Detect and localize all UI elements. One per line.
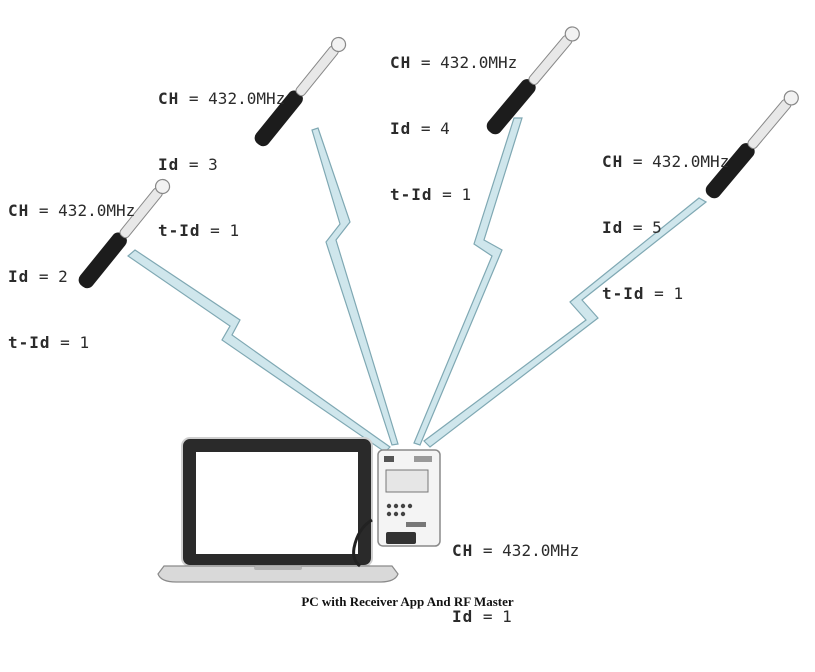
value: 1 xyxy=(79,333,90,352)
diagram-caption: PC with Receiver App And RF Master xyxy=(301,594,514,609)
value: 1 xyxy=(229,221,240,240)
torque-wrench-2 xyxy=(78,178,171,289)
key: CH xyxy=(390,53,412,72)
node-label-rf-master: CH = 432.0MHz Id = 1 xyxy=(452,541,580,626)
value: 432.0MHz xyxy=(58,201,136,220)
value: 432.0MHz xyxy=(652,152,730,171)
value: 432.0MHz xyxy=(440,53,518,72)
key: t-Id xyxy=(602,284,645,303)
key: CH xyxy=(452,541,474,560)
key: t-Id xyxy=(390,185,433,204)
value: 1 xyxy=(461,185,472,204)
value: 3 xyxy=(208,155,218,174)
key: Id xyxy=(390,119,412,138)
wireless-link-wrench-3 xyxy=(311,127,399,446)
value: 432.0MHz xyxy=(502,541,580,560)
node-label-wrench-5: CH = 432.0MHz Id = 5 t-Id = 1 xyxy=(602,152,730,303)
node-label-wrench-2: CH = 432.0MHz Id = 2 t-Id = 1 xyxy=(8,201,136,352)
key: Id xyxy=(602,218,624,237)
diagram-canvas xyxy=(78,26,799,583)
value: 5 xyxy=(652,218,662,237)
node-label-wrench-3: CH = 432.0MHz Id = 3 t-Id = 1 xyxy=(158,89,286,240)
value: 4 xyxy=(440,119,450,138)
key: Id xyxy=(8,267,30,286)
value: 432.0MHz xyxy=(208,89,286,108)
torque-wrench-5 xyxy=(705,90,799,199)
value: 2 xyxy=(58,267,68,286)
key: CH xyxy=(602,152,624,171)
key: Id xyxy=(158,155,180,174)
key: t-Id xyxy=(8,333,51,352)
wireless-link-wrench-5 xyxy=(423,197,708,448)
laptop-icon xyxy=(157,437,399,583)
wireless-link-wrench-4 xyxy=(413,117,523,446)
value: 1 xyxy=(673,284,684,303)
torque-wrench-4 xyxy=(486,26,580,135)
key: CH xyxy=(158,89,180,108)
key: t-Id xyxy=(158,221,201,240)
rf-network-diagram: CH = 432.0MHz Id = 2 t-Id = 1 CH = 432.0… xyxy=(8,26,799,626)
key: CH xyxy=(8,201,30,220)
rf-master-device-icon xyxy=(377,449,441,547)
node-label-wrench-4: CH = 432.0MHz Id = 4 t-Id = 1 xyxy=(390,53,518,204)
torque-wrench-3 xyxy=(254,36,347,147)
